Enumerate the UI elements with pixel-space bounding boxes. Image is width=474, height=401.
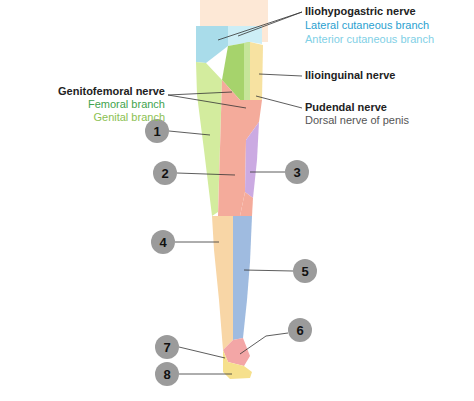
knee-region bbox=[240, 192, 253, 216]
callout-circle: 8 bbox=[155, 362, 179, 386]
lateral-thigh-region bbox=[196, 62, 222, 216]
leader-line bbox=[256, 96, 302, 108]
lateral-cutaneous-region bbox=[196, 26, 228, 63]
anterior-thigh-region bbox=[218, 80, 262, 216]
leader-line bbox=[240, 333, 288, 354]
callout-circle: 5 bbox=[293, 259, 317, 283]
leader-line bbox=[169, 131, 210, 135]
callout-number: 5 bbox=[301, 265, 308, 278]
nerve-label: Ilioinguinal nerve bbox=[305, 69, 395, 82]
ilioinguinal-region bbox=[250, 42, 263, 102]
leader-line bbox=[244, 270, 293, 271]
lateral-leg-region bbox=[212, 216, 233, 350]
medial-leg-region bbox=[233, 216, 252, 340]
nerve-label: Anterior cutaneous branch bbox=[305, 33, 434, 46]
leader-line bbox=[259, 74, 302, 76]
callout-number: 2 bbox=[161, 167, 168, 180]
callout-number: 1 bbox=[153, 125, 160, 138]
callout-number: 4 bbox=[159, 236, 166, 249]
leader-line bbox=[179, 374, 232, 375]
lateral-foot-region bbox=[223, 350, 252, 379]
nerve-label: Pudendal nerve bbox=[305, 101, 387, 114]
nerve-label: Lateral cutaneous branch bbox=[305, 19, 429, 32]
callout-circle: 2 bbox=[153, 161, 177, 185]
leader-line bbox=[175, 242, 219, 243]
callout-circle: 7 bbox=[155, 335, 179, 359]
callout-circle: 3 bbox=[285, 160, 309, 184]
nerve-label: Genital branch bbox=[93, 111, 165, 124]
nerve-label: Genitofemoral nerve bbox=[58, 85, 165, 98]
nerve-label: Dorsal nerve of penis bbox=[305, 114, 409, 127]
callout-number: 7 bbox=[163, 341, 170, 354]
leader-line bbox=[177, 173, 235, 175]
leader-line bbox=[218, 12, 302, 40]
callout-circle: 6 bbox=[288, 318, 312, 342]
callout-number: 3 bbox=[293, 166, 300, 179]
callout-number: 6 bbox=[296, 324, 303, 337]
callout-number: 8 bbox=[163, 368, 170, 381]
leader-line bbox=[250, 172, 285, 173]
nerve-label: Iliohypogastric nerve bbox=[305, 5, 416, 18]
callout-circle: 4 bbox=[151, 230, 175, 254]
medial-thigh-region bbox=[245, 122, 259, 198]
leader-line bbox=[179, 347, 225, 358]
genital-branch-region bbox=[244, 42, 250, 100]
leader-line bbox=[168, 92, 232, 95]
leader-line bbox=[168, 95, 246, 108]
nerve-label: Femoral branch bbox=[88, 98, 165, 111]
